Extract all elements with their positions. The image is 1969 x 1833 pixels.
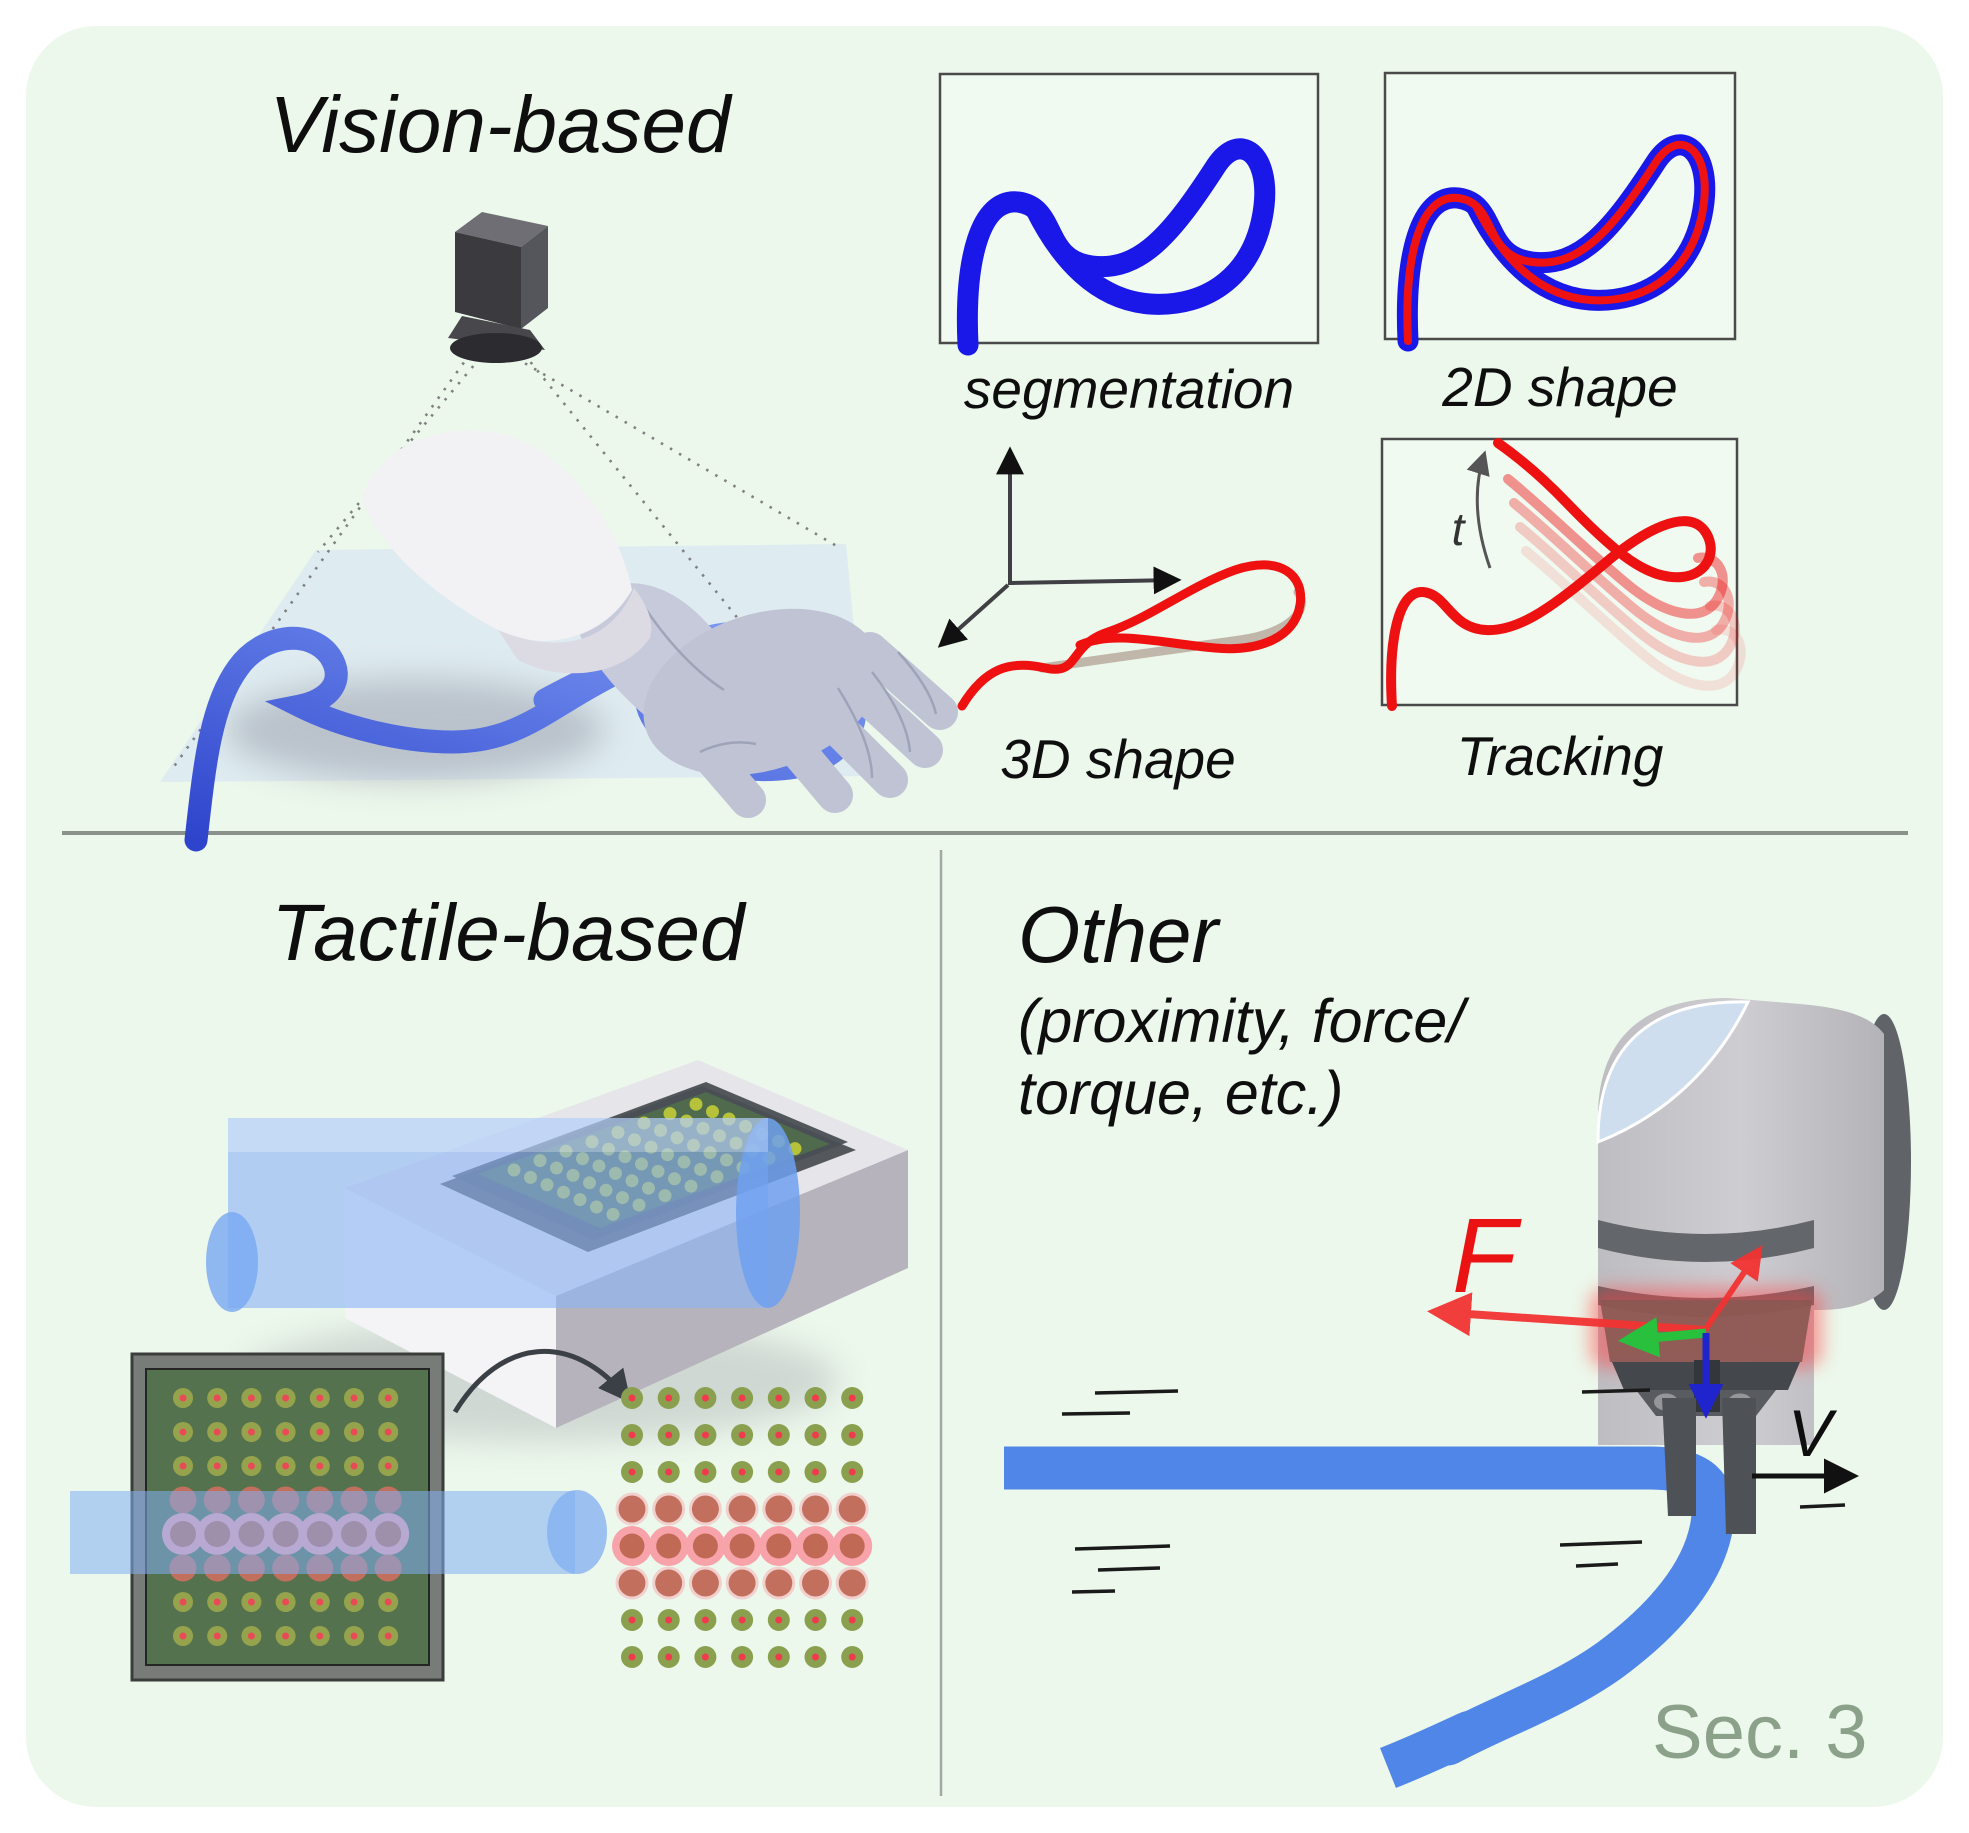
section-reference: Sec. 3 <box>1652 1690 1867 1775</box>
frame-x-axis-arrow <box>1702 1245 1763 1332</box>
shape3d-caption: 3D shape <box>1000 728 1235 790</box>
tactile-section-title: Tactile-based <box>272 888 747 977</box>
tactile-sensor-top-view <box>70 1352 607 1682</box>
velocity-label: V <box>1788 1396 1838 1470</box>
frame-y-axis-arrow <box>1617 1317 1707 1358</box>
tracking-caption: Tracking <box>1457 725 1664 787</box>
force-label: F <box>1452 1197 1522 1315</box>
other-subtitle-line2: torque, etc.) <box>1018 1059 1344 1127</box>
other-section-title: Other <box>1018 890 1221 979</box>
3d-axes-icon <box>937 446 1182 648</box>
other-subtitle-line1: (proximity, force/ <box>1018 987 1470 1055</box>
tracking-panel-box <box>1380 437 1739 707</box>
overhead-camera-icon <box>448 212 548 363</box>
grasped-cable <box>1004 1446 1735 1788</box>
segmentation-caption: segmentation <box>964 358 1294 420</box>
force-arrow <box>1427 1292 1706 1337</box>
sensor-to-reading-arrow <box>452 1349 632 1414</box>
human-hand-illustration <box>362 430 958 818</box>
shape3d-curve <box>957 560 1306 711</box>
cable-cylinder-over-sensor <box>206 1118 800 1312</box>
tracking-current-curve <box>1386 438 1716 711</box>
tactile-reading-dot-grid <box>612 1387 873 1668</box>
time-arrow <box>1466 450 1492 569</box>
shape2d-caption: 2D shape <box>1441 356 1677 418</box>
time-label: t <box>1452 503 1467 555</box>
gripper-fingers <box>1662 1398 1756 1534</box>
robot-shoulder-face <box>1596 1000 1751 1145</box>
vision-section-title: Vision-based <box>269 80 733 169</box>
cable-motion-dashes <box>1061 1388 1846 1594</box>
